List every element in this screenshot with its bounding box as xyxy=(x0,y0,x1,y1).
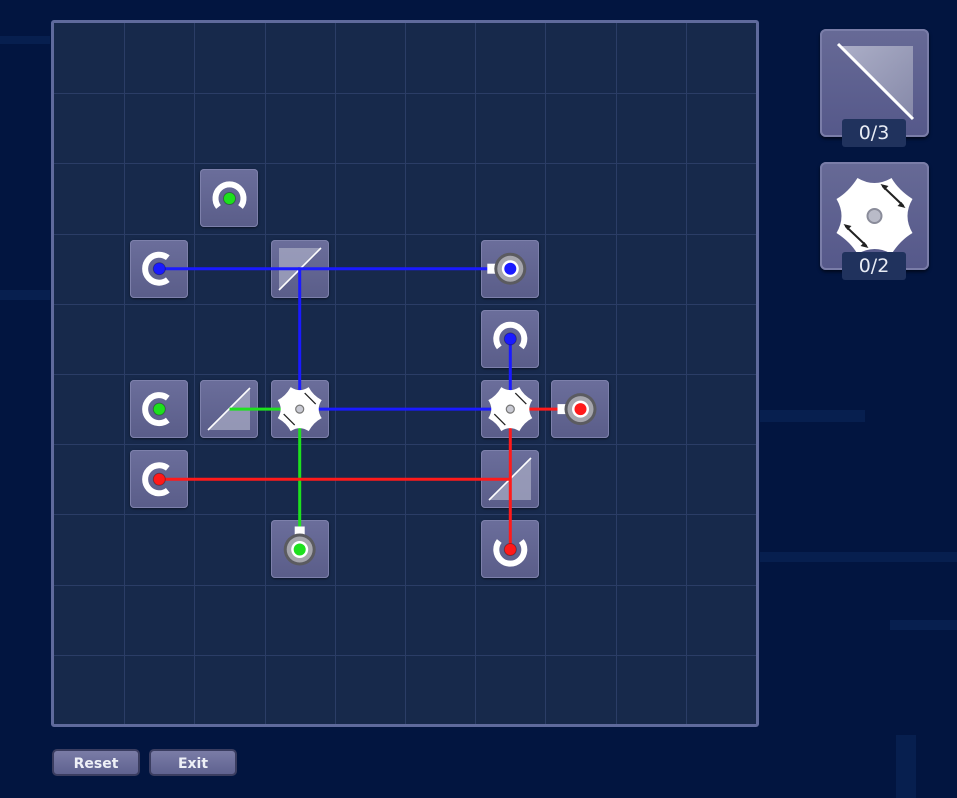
laser-icon xyxy=(551,380,609,438)
background-stripe xyxy=(896,735,916,798)
grid-line xyxy=(54,654,756,656)
receiver-icon xyxy=(130,450,188,508)
grid-line xyxy=(545,23,547,724)
grid-line xyxy=(124,23,126,724)
mirror-tile[interactable] xyxy=(481,450,540,509)
background-stripe xyxy=(760,410,865,422)
receiver-icon xyxy=(481,310,539,368)
mirror-count: 0/3 xyxy=(842,119,906,147)
receiver-icon xyxy=(200,169,258,227)
receiver-icon xyxy=(130,380,188,438)
reset-button[interactable]: Reset xyxy=(52,749,140,776)
mirror-tile[interactable] xyxy=(200,380,259,438)
grid-line xyxy=(54,514,756,516)
laser-tile[interactable] xyxy=(551,380,610,438)
background-stripe xyxy=(0,36,50,44)
background-stripe xyxy=(890,620,957,630)
grid-line xyxy=(615,23,617,724)
receiver-tile[interactable] xyxy=(130,450,189,509)
laser-icon xyxy=(481,240,539,298)
exit-button[interactable]: Exit xyxy=(149,749,237,776)
receiver-tile[interactable] xyxy=(130,380,189,438)
grid-line xyxy=(54,584,756,586)
splitter-icon xyxy=(481,380,539,438)
mirror-icon xyxy=(488,457,532,501)
inventory-mirror[interactable]: 0/3 xyxy=(820,29,929,147)
laser-icon xyxy=(271,520,329,578)
splitter-tile[interactable] xyxy=(481,380,540,438)
grid-line xyxy=(194,23,196,724)
splitter-icon xyxy=(271,380,329,438)
receiver-tile[interactable] xyxy=(481,520,540,579)
receiver-tile[interactable] xyxy=(481,309,540,368)
background-stripe xyxy=(760,552,957,562)
receiver-tile[interactable] xyxy=(130,239,189,298)
grid-line xyxy=(475,23,477,724)
receiver-icon xyxy=(130,240,188,298)
laser-tile[interactable] xyxy=(481,239,540,298)
mirror-icon xyxy=(836,42,915,121)
inventory-splitter[interactable]: 0/2 xyxy=(820,162,929,280)
grid-line xyxy=(264,23,266,724)
grid-line xyxy=(54,374,756,375)
splitter-icon xyxy=(836,178,913,254)
mirror-icon xyxy=(278,247,322,291)
laser-tile[interactable] xyxy=(270,520,329,579)
grid-line xyxy=(685,23,687,724)
splitter-tile[interactable] xyxy=(270,380,329,438)
mirror-icon xyxy=(207,387,251,431)
splitter-count: 0/2 xyxy=(842,252,906,280)
background-stripe xyxy=(0,290,50,300)
receiver-icon xyxy=(481,520,539,578)
game-board[interactable] xyxy=(51,20,759,727)
receiver-tile[interactable] xyxy=(200,169,259,228)
grid-line xyxy=(54,444,756,446)
mirror-tile[interactable] xyxy=(270,239,329,298)
